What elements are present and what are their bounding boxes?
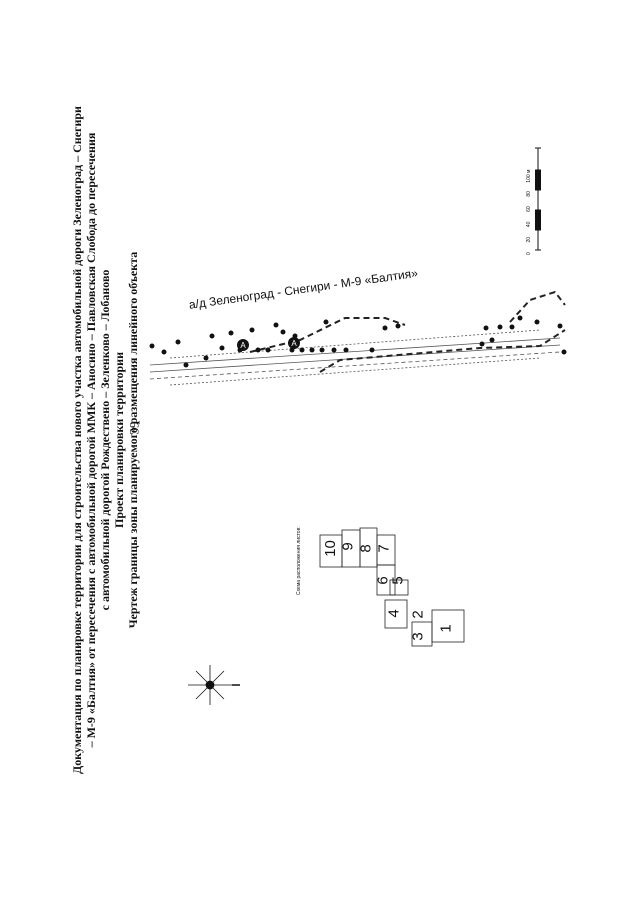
- point: [561, 349, 567, 355]
- sheet-9: 9: [339, 542, 357, 551]
- point: [509, 324, 515, 330]
- point: [273, 322, 279, 328]
- point: [557, 323, 563, 329]
- point: [255, 347, 261, 353]
- scale-tick-80: 80: [526, 191, 532, 197]
- scale-tick-0: 0: [526, 252, 532, 255]
- survey-points: [149, 315, 567, 368]
- point: [209, 333, 215, 339]
- marker-a-1: A: [237, 339, 249, 351]
- point: [319, 347, 325, 353]
- sheet-8: 8: [357, 544, 375, 553]
- marker-a-2: A: [288, 337, 300, 349]
- marker-label: A: [240, 341, 246, 350]
- point: [534, 319, 540, 325]
- point: [280, 329, 286, 335]
- scale-tick-60: 60: [526, 206, 532, 212]
- boundary-line: [249, 290, 566, 373]
- point: [489, 337, 495, 343]
- sheet-10: 10: [321, 540, 339, 557]
- scale-tick-20: 20: [526, 236, 532, 243]
- road-corridor: [149, 329, 561, 386]
- point: [299, 347, 305, 353]
- point: [497, 324, 503, 330]
- sheet-7: 7: [375, 544, 393, 553]
- sheet-2: 2: [409, 610, 427, 619]
- point: [382, 325, 388, 331]
- point: [175, 339, 181, 345]
- point: [249, 327, 255, 333]
- point: [309, 347, 315, 353]
- point: [483, 325, 489, 331]
- point: [479, 341, 485, 347]
- scale-tick-100: 100 м: [526, 169, 532, 183]
- sheet-scheme: [319, 527, 465, 647]
- sheet-1: 1: [437, 624, 455, 633]
- scale-tick-40: 40: [526, 221, 532, 228]
- compass-icon: [188, 665, 240, 705]
- scale-bar: [535, 147, 541, 251]
- point: [323, 319, 329, 325]
- point: [265, 347, 271, 353]
- point: [219, 345, 225, 351]
- point: [369, 347, 375, 353]
- point: [203, 355, 209, 361]
- point: [395, 323, 401, 329]
- sheet-4: 4: [385, 609, 403, 618]
- sheet-5: 5: [389, 576, 407, 585]
- point: [161, 349, 167, 355]
- sheet-3: 3: [409, 632, 427, 641]
- point: [183, 362, 189, 368]
- marker-label: A: [291, 339, 297, 348]
- point: [343, 347, 349, 353]
- point: [228, 330, 234, 336]
- scale-labels: 0 20 40 60 80 100 м: [526, 170, 532, 255]
- scheme-caption: Схема расположения листов:: [296, 526, 302, 595]
- point: [517, 315, 523, 321]
- point: [331, 347, 337, 353]
- point: [149, 343, 155, 349]
